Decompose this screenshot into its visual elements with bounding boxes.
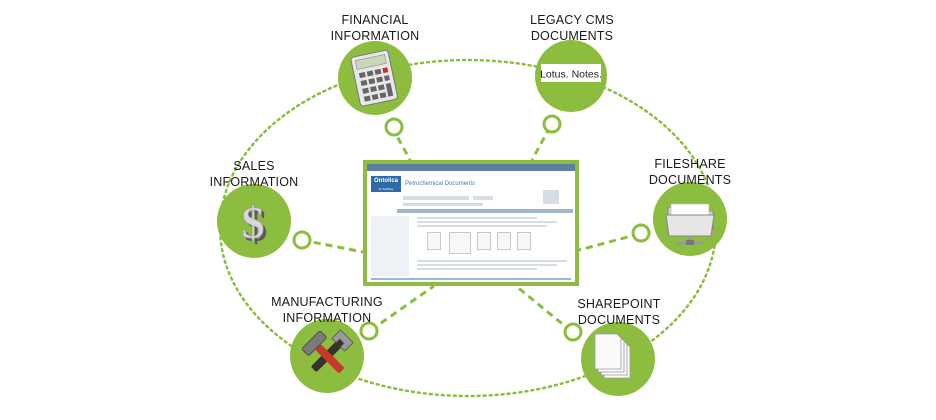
node-sales <box>217 184 291 258</box>
label-line: INFORMATION <box>282 311 372 325</box>
result-line <box>417 221 557 223</box>
label-line: DOCUMENTS <box>648 173 732 187</box>
label-line: INFORMATION <box>330 29 420 43</box>
ontolica-logo: Ontolica by SurfRay <box>371 176 401 192</box>
svg-text:$: $ <box>242 197 265 248</box>
preview-page <box>477 232 491 250</box>
connector-node-sharepoint <box>563 322 583 342</box>
side-links <box>543 190 559 204</box>
label-line: INFORMATION <box>209 175 299 189</box>
connector-node-fileshare <box>631 223 651 243</box>
lotus-notes-text: Lotus. Notes. <box>540 69 602 81</box>
connector-node-legacy <box>542 114 562 134</box>
label-legacy: LEGACY CMS DOCUMENTS <box>522 12 622 44</box>
label-line: DOCUMENTS <box>530 29 614 43</box>
logo-text: Ontolica <box>373 178 398 184</box>
svg-text:$: $ <box>245 200 268 251</box>
result-line <box>417 217 537 219</box>
label-financial: FINANCIAL INFORMATION <box>322 12 428 44</box>
label-manufacturing: MANUFACTURING INFORMATION <box>265 294 389 326</box>
footer-bar <box>371 278 571 280</box>
connector-node-sales <box>292 230 312 250</box>
document-stack-icon <box>594 333 631 379</box>
label-line: MANUFACTURING <box>271 295 383 309</box>
spoke-legacy <box>530 126 552 161</box>
network-folder-icon <box>665 203 715 245</box>
label-line: LEGACY CMS <box>530 13 614 27</box>
label-line: SHAREPOINT <box>577 297 661 311</box>
connector-node-financial <box>384 117 404 137</box>
spoke-sales <box>301 238 364 254</box>
spoke-manufacturing <box>370 284 435 332</box>
result-line <box>417 260 567 262</box>
refiner-panel <box>371 216 409 276</box>
label-line: SALES <box>233 159 275 173</box>
label-sharepoint: SHAREPOINT DOCUMENTS <box>569 296 669 328</box>
spoke-sharepoint <box>515 284 572 333</box>
label-fileshare: FILESHARE DOCUMENTS <box>642 156 738 188</box>
search-box <box>403 196 469 200</box>
label-line: DOCUMENTS <box>577 313 661 327</box>
preview-page <box>427 232 441 250</box>
label-line: FILESHARE <box>654 157 726 171</box>
connector-nodes <box>292 114 651 342</box>
calculator-icon <box>350 49 398 107</box>
preview-page <box>517 232 531 250</box>
screenshot-topbar <box>367 164 575 171</box>
search-options <box>473 196 493 200</box>
result-line <box>417 268 537 270</box>
preview-page <box>449 232 471 254</box>
results-bar <box>397 209 573 213</box>
preview-page <box>497 232 511 250</box>
label-line: FINANCIAL <box>341 13 409 27</box>
lotus-notes-logo: Lotus. Notes. <box>540 64 602 82</box>
result-line <box>417 264 557 266</box>
tab-bar <box>403 203 483 206</box>
result-line <box>417 225 547 227</box>
screenshot-header: Ontolica by SurfRay Petrochemical Docume… <box>371 176 571 192</box>
logo-subtext: by SurfRay <box>378 187 394 191</box>
search-app-screenshot: Ontolica by SurfRay Petrochemical Docume… <box>363 160 579 286</box>
screenshot-title: Petrochemical Documents <box>405 181 476 187</box>
connector-node-manufacturing <box>359 321 379 341</box>
dollar-sign-icon: $ $ <box>241 197 268 251</box>
tools-icon <box>301 329 354 373</box>
spoke-fileshare <box>578 232 640 252</box>
label-sales: SALES INFORMATION <box>206 158 302 190</box>
